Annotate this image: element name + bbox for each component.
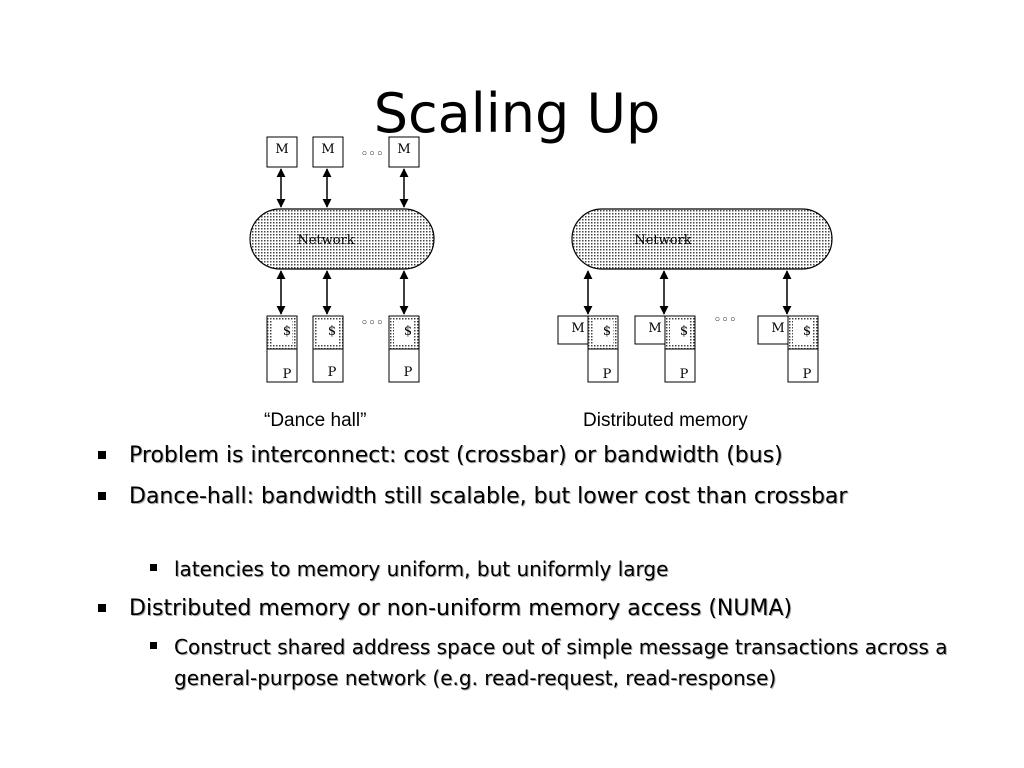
slide-title: Scaling Up [373,82,661,145]
bullet-1: Problem is interconnect: cost (crossbar)… [129,443,783,468]
cache-label: $ [283,324,291,339]
cache-label: $ [680,324,688,339]
dance-hall-diagram: M M ◦◦◦ M Network $ P [249,136,435,383]
processor-label: P [803,367,812,382]
bullet-3a: Construct shared address space out of si… [174,635,948,690]
ellipsis-dots: ◦◦◦ [713,313,736,328]
cache-label: $ [404,324,412,339]
memory-label: M [321,142,334,157]
dance-hall-network: Network [249,208,435,270]
distributed-node-1: M $ P [557,315,619,383]
dance-hall-memory-2: M [312,136,344,168]
network-label: Network [634,233,691,248]
dance-hall-node-3: $ P [388,315,420,383]
sub-bullet-marker [150,564,157,571]
memory-label: M [648,321,661,336]
cache-label: $ [603,324,611,339]
processor-label: P [328,365,337,380]
ellipsis-dots: ◦◦◦ [360,147,383,162]
dance-hall-caption: “Dance hall” [264,410,367,431]
memory-label: M [397,142,410,157]
processor-label: P [283,367,292,382]
memory-label: M [571,321,584,336]
distributed-node-2: M $ P [634,315,696,383]
bullet-marker [98,604,106,612]
bullet-2: Dance-hall: bandwidth still scalable, bu… [129,484,848,509]
dance-hall-node-1: $ P [266,315,298,383]
bullet-marker [98,451,106,459]
distributed-node-3: M $ P [757,315,819,383]
distributed-network: Network [571,208,833,270]
sub-bullet-marker [150,642,157,649]
dance-hall-memory-3: M [388,136,420,168]
cache-label: $ [328,324,336,339]
distributed-memory-diagram: Network M $ P M $ P ◦◦◦ M [557,208,833,383]
cache-label: $ [803,324,811,339]
bullet-3: Distributed memory or non-uniform memory… [129,596,793,621]
processor-label: P [680,367,689,382]
bullet-2a: latencies to memory uniform, but uniform… [174,557,669,581]
processor-label: P [603,367,612,382]
dance-hall-node-2: $ P [312,315,344,383]
distributed-memory-caption: Distributed memory [583,410,748,431]
network-label: Network [297,233,354,248]
ellipsis-dots: ◦◦◦ [360,316,383,331]
dance-hall-memory-1: M [266,136,298,168]
processor-label: P [404,365,413,380]
memory-label: M [275,142,288,157]
memory-label: M [771,321,784,336]
bullet-marker [98,492,106,500]
